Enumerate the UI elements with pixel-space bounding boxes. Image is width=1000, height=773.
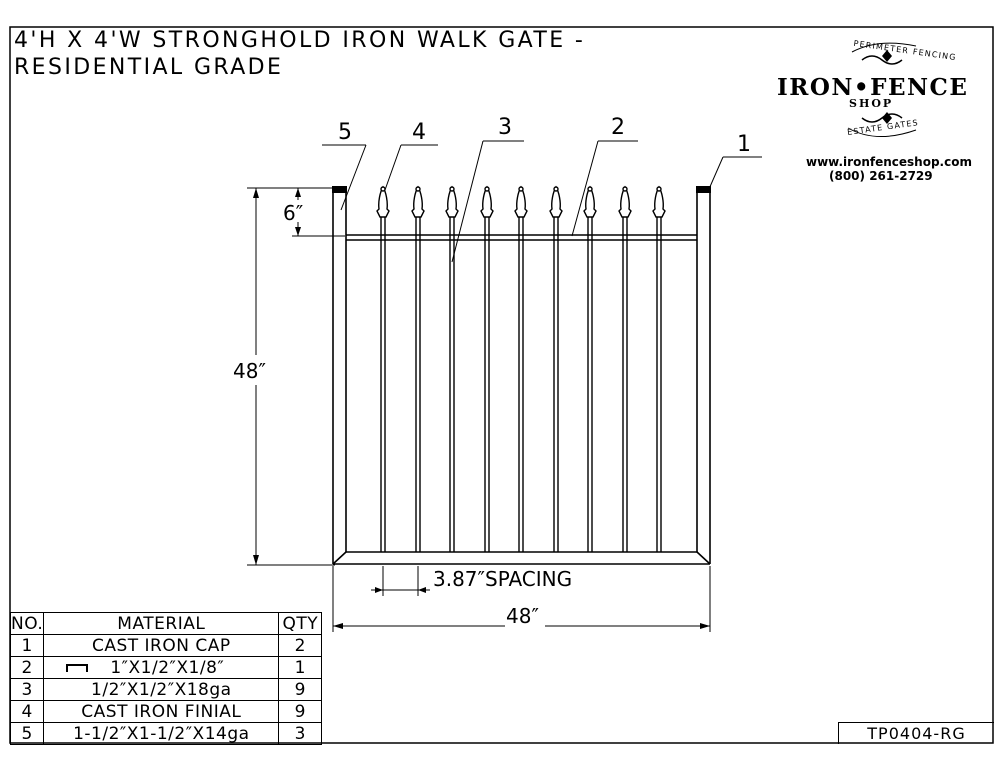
logo-fleur-icons [882,50,892,124]
picket [480,185,494,552]
bom-row-qty: 3 [278,722,323,745]
finial-tip-icon [622,186,628,192]
finial-tip-icon [415,186,421,192]
callout-5: 5 [338,120,352,145]
bill-of-materials: NO. MATERIAL QTY 1 CAST IRON CAP 2 2 1″X… [9,612,323,745]
finial-icon [652,185,666,218]
bom-header-material: MATERIAL [43,612,280,635]
finial-icon [376,185,390,218]
channel-profile-icon [66,663,89,672]
dim-gate-width: 48″ [506,604,539,628]
finial-tip-icon [656,186,662,192]
dim-gate-height: 48″ [233,359,266,383]
bom-row-qty: 2 [278,634,323,657]
picket [514,185,528,552]
logo-sub: SHOP [849,97,894,110]
callout-4: 4 [412,120,426,145]
table-row: 3 1/2″X1/2″X18ga 9 [9,678,323,701]
finial-icon [480,185,494,218]
bom-header-row: NO. MATERIAL QTY [9,612,323,635]
finial-icon [618,185,632,218]
picket [652,185,666,552]
finial-icon [514,185,528,218]
dimension-arrow-icons [253,188,710,629]
logo-website: www.ironfenceshop.com [806,155,972,169]
cast-iron-cap-icons [332,186,711,193]
bom-row-no: 2 [9,656,45,679]
pickets [376,185,666,552]
drawing-number: TP0404-RG [838,722,994,744]
finial-icon [411,185,425,218]
callout-1: 1 [737,132,751,157]
bom-row-material: CAST IRON CAP [43,634,280,657]
picket [583,185,597,552]
finial-tip-icon [587,186,593,192]
finial-tip-icon [484,186,490,192]
bom-row-material-with-icon: 1″X1/2″X1/8″ [43,656,280,679]
bom-row-qty: 9 [278,700,323,723]
finial-tip-icon [380,186,386,192]
table-row: 5 1-1/2″X1-1/2″X14ga 3 [9,722,323,745]
picket [445,185,459,552]
drawing-title-line1: 4'H X 4'W STRONGHOLD IRON WALK GATE - [14,28,586,53]
bom-row-material: 1/2″X1/2″X18ga [43,678,280,701]
bom-row-qty: 9 [278,678,323,701]
bom-row-no: 1 [9,634,45,657]
finial-tip-icon [518,186,524,192]
callout-leaders [322,140,762,263]
table-row: 4 CAST IRON FINIAL 9 [9,700,323,723]
finial-icon [549,185,563,218]
gate-frame [332,192,711,565]
bom-row-qty: 1 [278,656,323,679]
bom-row-material: 1″X1/2″X1/8″ [110,657,225,678]
table-row: 2 1″X1/2″X1/8″ 1 [9,656,323,679]
finial-icon [583,185,597,218]
dimension-lines [247,187,711,632]
sheet-border [9,26,994,744]
bom-row-no: 3 [9,678,45,701]
bom-row-no: 5 [9,722,45,745]
drawing-title-line2: RESIDENTIAL GRADE [14,55,284,80]
finial-tip-icon [553,186,559,192]
logo-phone: (800) 261-2729 [829,169,933,183]
bom-row-material: 1-1/2″X1-1/2″X14ga [43,722,280,745]
bom-header-no: NO. [9,612,45,635]
finial-tip-icon [449,186,455,192]
dim-picket-spacing: 3.87″SPACING [433,567,573,591]
callout-2: 2 [611,115,625,140]
logo-graphic [847,42,917,138]
bom-row-no: 4 [9,700,45,723]
picket [376,185,390,552]
bom-row-material: CAST IRON FINIAL [43,700,280,723]
bom-header-qty: QTY [278,612,323,635]
dim-finial-height: 6″ [283,201,304,225]
picket [618,185,632,552]
logo-name: IRON•FENCE [777,74,969,101]
callout-3: 3 [498,115,512,140]
picket [549,185,563,552]
picket [411,185,425,552]
table-row: 1 CAST IRON CAP 2 [9,634,323,657]
finial-icon [445,185,459,218]
